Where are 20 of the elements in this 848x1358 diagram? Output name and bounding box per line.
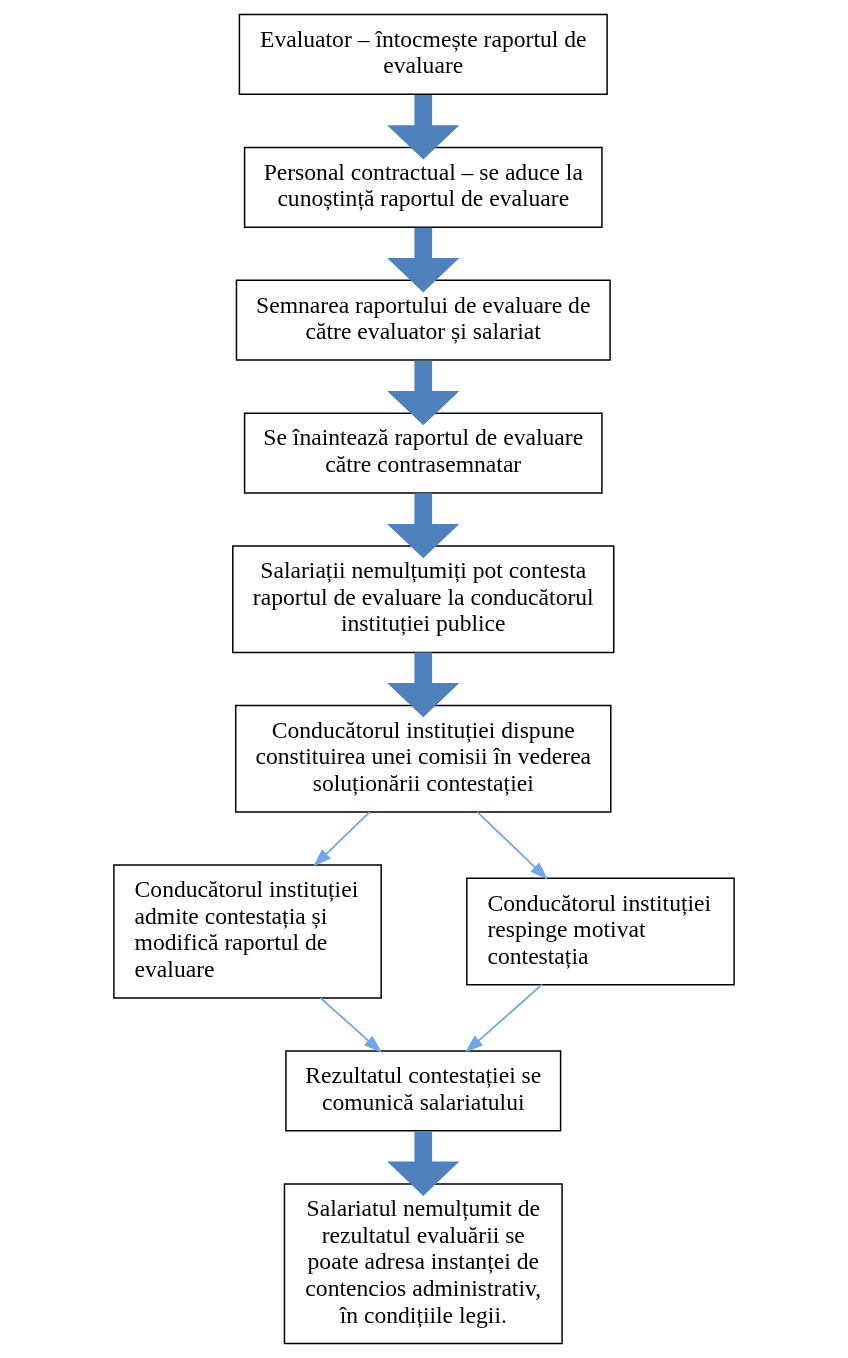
node-box: Conducătorul instituției admite contestația și modifică raportul de evaluare xyxy=(113,864,382,999)
arrow xyxy=(387,360,460,426)
arrow xyxy=(476,811,548,880)
arrow xyxy=(387,227,460,293)
arrow xyxy=(387,1131,460,1196)
node-box: Conducătorul instituției dispune constituirea unei comisii în vederea soluționării contestației xyxy=(235,704,612,813)
node-box: Conducătorul instituției respinge motivat contestația xyxy=(466,877,735,986)
node-box: Salariatul nemulțumit de rezultatul evaluării se poate adresa instanței de contencios administrativ, în condițiile legii. xyxy=(283,1183,563,1345)
arrow xyxy=(319,997,382,1053)
arrow xyxy=(387,652,460,718)
arrow xyxy=(465,983,543,1053)
arrow xyxy=(387,94,460,160)
arrow xyxy=(313,811,371,867)
node-box: Personal contractual – se aduce la cunoștință raportul de evaluare xyxy=(243,146,603,228)
node-box: Evaluator – întocmește raportul de evaluare xyxy=(238,13,608,95)
node-box: Salariații nemulțumiți pot contesta raportul de evaluare la conducătorul instituției publice xyxy=(232,545,615,654)
node-box: Semnarea raportului de evaluare de către evaluator și salariat xyxy=(235,279,611,361)
node-box: Rezultatul contestației se comunică salariatului xyxy=(285,1050,562,1132)
node-box: Se înaintează raportul de evaluare către contrasemnatar xyxy=(243,412,603,494)
arrow xyxy=(387,493,460,559)
